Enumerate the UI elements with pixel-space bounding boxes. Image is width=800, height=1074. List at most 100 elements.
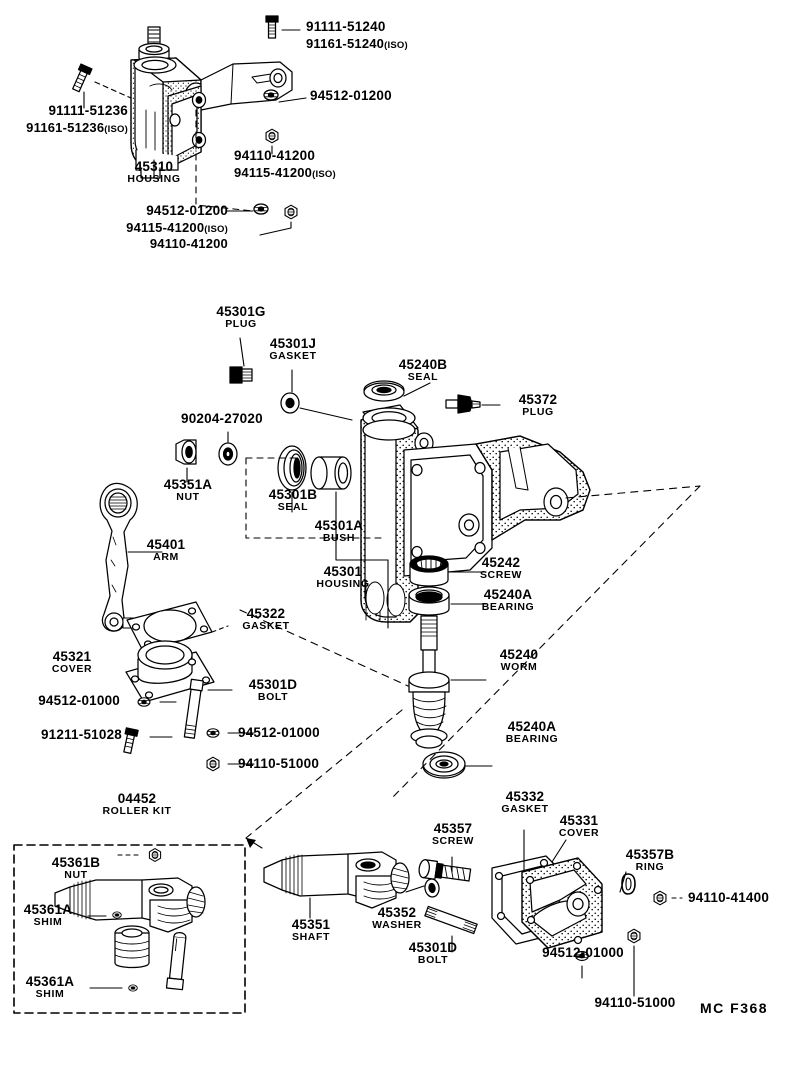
bolt-45301d-mid	[183, 678, 204, 739]
diagram-code: MC F368	[700, 1000, 769, 1016]
callout-45240B-seal: 45240B SEAL	[378, 358, 468, 382]
callout-45331-cover: 45331 COVER	[538, 814, 620, 838]
part-number-iso: 94115-41200(ISO)	[234, 164, 336, 180]
callout-94110-51000-a: 94110-51000	[238, 757, 319, 771]
part-number-iso: 91161-51240(ISO)	[306, 35, 408, 51]
callout-04452-roller-kit: 04452 ROLLER KIT	[82, 792, 192, 816]
part-name: SHAFT	[292, 930, 330, 943]
part-number: 45351	[291, 917, 331, 932]
part-name: SHIM	[33, 915, 63, 928]
part-number: 94512-01200	[310, 88, 392, 103]
part-name: SCREW	[431, 834, 475, 847]
part-number: 45301D	[248, 677, 298, 692]
bottom-leader-lines	[87, 829, 683, 997]
part-number: 90204-27020	[181, 411, 263, 426]
callout-94512-01000-b: 94512-01000	[238, 726, 320, 740]
part-name: BEARING	[481, 600, 535, 613]
part-number: 94110-41200	[149, 236, 228, 251]
part-name: NUT	[64, 868, 88, 881]
callout-45361A-shim-upper: 45361A SHIM	[6, 903, 90, 927]
ring-45357b	[621, 873, 636, 895]
part-name: WORM	[500, 660, 538, 673]
part-number: 94110-51000	[238, 756, 320, 771]
callout-91111-51236: 91111-51236 91161-51236(ISO)	[0, 104, 128, 134]
part-number: 91211-51028	[40, 727, 122, 742]
part-number: 45301B	[268, 487, 318, 502]
callout-94512-01200-upper: 94512-01200	[310, 89, 392, 103]
part-name: SEAL	[277, 500, 309, 513]
callout-94512-01200-lower: 94512-01200 94115-41200(ISO) 94110-41200	[62, 204, 228, 250]
callout-45357-screw: 45357 SCREW	[412, 822, 494, 846]
part-name: GASKET	[501, 802, 549, 815]
callout-91111-51240: 91111-51240 91161-51240(ISO)	[306, 20, 408, 50]
callout-45401-arm: 45401 ARM	[128, 538, 204, 562]
callout-45301J-gasket: 45301J GASKET	[248, 337, 338, 361]
top-hardware	[72, 15, 298, 220]
part-number: 94512-01000	[38, 693, 120, 708]
part-name: ROLLER KIT	[102, 804, 172, 817]
top-leader-lines	[83, 29, 307, 236]
callout-45352-washer: 45352 WASHER	[352, 906, 442, 930]
part-number: 45240B	[398, 357, 448, 372]
part-name: HOUSING	[127, 172, 181, 185]
roller-kit-contents	[54, 848, 206, 992]
part-number-iso: 94115-41200(ISO)	[126, 219, 228, 235]
part-name: BEARING	[505, 732, 559, 745]
callout-45310-housing: 45310 HOUSING	[108, 160, 200, 184]
callout-45361A-shim-lower: 45361A SHIM	[8, 975, 92, 999]
callout-45242-screw: 45242 SCREW	[460, 556, 542, 580]
callout-45351-shaft: 45351 SHAFT	[270, 918, 352, 942]
part-number: 45240A	[507, 719, 557, 734]
part-name: NUT	[176, 490, 200, 503]
callout-45301A-bush: 45301A BUSH	[296, 519, 382, 543]
part-name: BOLT	[417, 953, 449, 966]
part-name: PLUG	[522, 405, 554, 418]
callout-45332-gasket: 45332 GASKET	[482, 790, 568, 814]
part-number: 45357	[433, 821, 473, 836]
part-number: 45321	[52, 649, 92, 664]
part-number: 94110-41400	[688, 890, 770, 905]
part-number: 45240A	[483, 587, 533, 602]
part-number: 94110-41200	[234, 148, 316, 163]
part-name: HOUSING	[316, 577, 370, 590]
callout-45372-plug: 45372 PLUG	[498, 393, 578, 417]
part-number: 94512-01000	[238, 725, 320, 740]
top-housing-drawing	[130, 26, 293, 179]
part-name: PLUG	[225, 317, 257, 330]
part-name: GASKET	[269, 349, 317, 362]
callout-45301D-bolt-mid: 45301D BOLT	[230, 678, 316, 702]
part-number: 45322	[246, 606, 286, 621]
part-number-iso: 91161-51236(ISO)	[26, 119, 128, 135]
part-number: 45351A	[163, 477, 213, 492]
callout-91211-51028: 91211-51028	[10, 728, 122, 742]
middle-small-parts	[175, 366, 481, 491]
sector-shaft-drawing	[245, 837, 410, 909]
part-number: 91111-51240	[306, 19, 386, 34]
part-number: 45301J	[269, 336, 317, 351]
bolt-45301d-bottom	[424, 905, 478, 935]
callout-94110-51000-b: 94110-51000	[578, 996, 692, 1010]
part-number: 45372	[518, 392, 558, 407]
part-number: 45352	[377, 905, 417, 920]
part-number: 45331	[559, 813, 599, 828]
part-number: 45332	[505, 789, 545, 804]
middle-hardware	[123, 697, 220, 772]
callout-45361B-nut: 45361B NUT	[34, 856, 118, 880]
part-number: 45401	[146, 537, 186, 552]
callout-45322-gasket: 45322 GASKET	[222, 607, 310, 631]
middle-housing-drawing	[360, 404, 591, 623]
part-number: 94110-51000	[594, 995, 676, 1010]
middle-leader-lines	[127, 337, 701, 839]
part-name: BOLT	[257, 690, 289, 703]
part-number: 45301A	[314, 518, 364, 533]
callout-94512-01000-a: 94512-01000	[10, 694, 120, 708]
part-number: 45361A	[25, 974, 75, 989]
callout-94110-41200-upper: 94110-41200 94115-41200(ISO)	[234, 149, 336, 179]
part-name: WASHER	[372, 918, 422, 931]
callout-45240A-bearing-upper: 45240A BEARING	[460, 588, 556, 612]
part-number: 45240	[499, 647, 539, 662]
part-name: GASKET	[242, 619, 290, 632]
callout-45301G-plug: 45301G PLUG	[196, 305, 286, 329]
